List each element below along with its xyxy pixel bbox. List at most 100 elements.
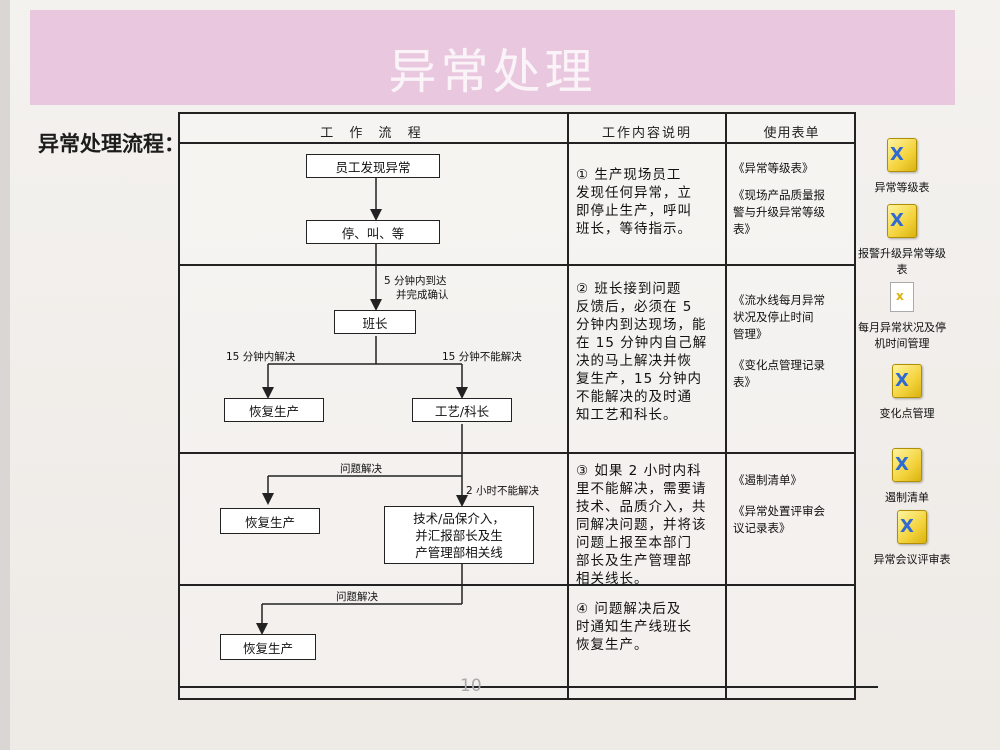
form-line: 《遏制清单》 [733,473,802,487]
flow-box-line: 产管理部相关线 [415,544,503,560]
desc-line: 即停止生产，呼叫 [576,203,692,219]
flow-label-line: 并完成确认 [396,289,449,301]
forms-step-2: 《流水线每月异常 状况及停止时间 管理》 《变化点管理记录 表》 [733,292,855,391]
desc-line: ③ 如果 2 小时内科 [576,463,702,479]
attachment-abnormal-level[interactable]: X 异常等级表 [862,138,942,196]
form-line: 表》 [733,222,756,236]
header-flow: 工 作 流 程 [320,126,427,141]
row-divider [180,584,854,586]
desc-line: 恢复生产。 [576,637,649,653]
attachment-label-line: 机时间管理 [874,337,930,350]
attachment-label: 遏制清单 [885,491,929,504]
flow-box-chief: 工艺/科长 [412,398,512,422]
attachment-label-line: 表 [896,263,908,276]
form-line: 议记录表》 [733,521,791,535]
desc-line: 同解决问题，并将该 [576,517,707,533]
attachment-label-line: 报警升级异常等级 [858,247,946,260]
form-line: 《变化点管理记录 [733,358,825,372]
form-line: 《现场产品质量报 [733,188,825,202]
flow-box-resume-2: 恢复生产 [220,508,320,534]
table-bottom-line [178,686,878,688]
desc-line: 班长，等待指示。 [576,221,692,237]
desc-line: 复生产，15 分钟内 [576,371,702,387]
excel-icon: X [887,204,917,238]
forms-step-3: 《遏制清单》 《异常处置评审会 议记录表》 [733,472,855,537]
form-line: 《异常等级表》 [733,161,814,175]
header-desc: 工作内容说明 [601,126,692,141]
desc-step-3: ③ 如果 2 小时内科 里不能解决，需要请 技术、品质介入，共 同解决问题，并将… [576,462,722,588]
row-divider [180,452,854,454]
desc-line: 不能解决的及时通 [576,389,692,405]
flow-box-escalate: 技术/品保介入， 并汇报部长及生 产管理部相关线 [384,506,534,564]
flowchart-connectors [256,178,468,635]
desc-line: 时通知生产线班长 [576,619,692,635]
desc-line: 反馈后，必须在 5 [576,299,693,315]
flow-box-line: 技术/品保介入， [413,510,505,526]
document-icon: x [890,282,914,312]
process-table: 工 作 流 程 工作内容说明 使用表单 ① 生产现场员工 发现任何异常，立 即停… [178,112,856,700]
desc-line: 发现任何异常，立 [576,185,692,201]
desc-line: 里不能解决，需要请 [576,481,707,497]
desc-line: ② 班长接到问题 [576,281,682,297]
flow-box-leader: 班长 [334,310,416,334]
form-line [733,177,855,187]
attachment-label-line: 每月异常状况及停 [858,321,946,334]
attachment-label: 异常会议评审表 [873,553,951,566]
attachment-review-meeting[interactable]: X 异常会议评审表 [862,510,962,568]
desc-line: 知工艺和科长。 [576,407,678,423]
section-label: 异常处理流程： [38,132,185,156]
desc-line: 部长及生产管理部 [576,553,692,569]
desc-step-1: ① 生产现场员工 发现任何异常，立 即停止生产，呼叫 班长，等待指示。 [576,166,722,238]
page-number: 10 [460,676,482,696]
flow-label-arrive: 5 分钟内到达 并完成确认 [384,274,449,302]
row-divider [180,142,854,144]
desc-line: ① 生产现场员工 [576,167,682,183]
attachment-change-point[interactable]: X 变化点管理 [862,364,952,422]
flow-label-solved-15: 15 分钟内解决 [226,351,296,363]
attachment-monthly-status[interactable]: x 每月异常状况及停 机时间管理 [852,282,952,352]
flow-box-line: 并汇报部长及生 [415,527,503,543]
column-divider [567,114,569,698]
desc-line: ④ 问题解决后及 [576,601,682,617]
desc-line: 技术、品质介入，共 [576,499,707,515]
excel-icon: X [892,364,922,398]
flow-label-solved-a: 问题解决 [340,463,382,475]
attachment-alarm-escalation[interactable]: X 报警升级异常等级 表 [852,204,952,278]
desc-step-2: ② 班长接到问题 反馈后，必须在 5 分钟内到达现场，能 在 15 分钟内自己解… [576,280,722,424]
form-line [733,343,855,357]
desc-line: 分钟内到达现场，能 [576,317,707,333]
row-divider [180,264,854,266]
flow-box-employee: 员工发现异常 [306,154,440,178]
page-title: 异常处理 [388,44,597,100]
flow-box-resume-1: 恢复生产 [224,398,324,422]
attachment-label: 异常等级表 [874,181,930,194]
header-forms: 使用表单 [763,126,820,141]
form-line [733,489,855,503]
attachment-label: 每月异常状况及停 机时间管理 [852,320,952,352]
attachment-containment-list[interactable]: X 遏制清单 [862,448,952,506]
form-line: 管理》 [733,327,768,341]
desc-line: 决的马上解决并恢 [576,353,692,369]
column-divider [725,114,727,698]
document-page: 异常处理 异常处理流程： [10,0,1000,750]
desc-line: 在 15 分钟内自己解 [576,335,708,351]
excel-icon: X [892,448,922,482]
desc-line: 相关线长。 [576,571,649,587]
flow-box-stop: 停、叫、等 [306,220,440,244]
excel-icon: X [897,510,927,544]
form-line: 表》 [733,375,756,389]
flow-box-resume-3: 恢复生产 [220,634,316,660]
forms-step-1: 《异常等级表》 《现场产品质量报 警与升级异常等级 表》 [733,160,855,238]
flow-label-unsolved-15: 15 分钟不能解决 [442,351,522,363]
form-line: 警与升级异常等级 [733,205,825,219]
form-line: 《异常处置评审会 [733,504,825,518]
flow-label-line: 5 分钟内到达 [384,275,447,287]
flow-label-solved-b: 问题解决 [336,591,378,603]
flow-label-unsolved-2h: 2 小时不能解决 [466,485,540,497]
excel-icon: X [887,138,917,172]
form-line: 状况及停止时间 [733,310,814,324]
attachment-label: 变化点管理 [879,407,935,420]
desc-line: 问题上报至本部门 [576,535,692,551]
title-banner: 异常处理 [30,10,955,105]
desc-step-4: ④ 问题解决后及 时通知生产线班长 恢复生产。 [576,600,722,654]
